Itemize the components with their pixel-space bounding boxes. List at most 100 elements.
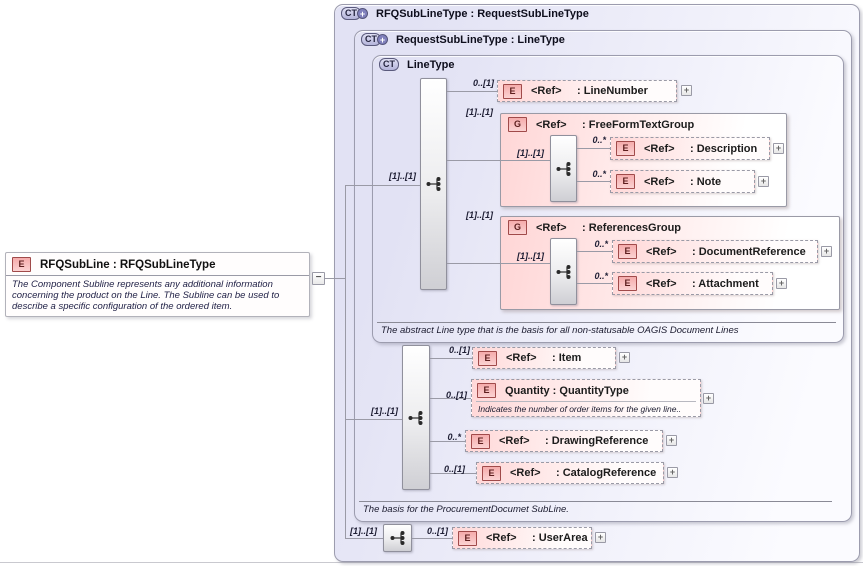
connector-line	[447, 160, 500, 161]
quantity-annotation: Indicates the number of order items for …	[478, 404, 682, 414]
connector-line	[577, 148, 610, 149]
rfqsubline-annotation: The Component Subline represents any add…	[12, 279, 280, 312]
sequence-icon	[426, 177, 440, 191]
element-documentreference[interactable]: E <Ref> : DocumentReference	[612, 240, 818, 263]
connector-line	[430, 358, 472, 359]
sequence-compositor[interactable]	[550, 238, 577, 305]
cardinality-label: 0..[1]	[472, 78, 494, 88]
sequence-compositor[interactable]	[550, 135, 577, 202]
connector-line	[577, 181, 610, 182]
expand-button[interactable]: +	[667, 467, 678, 478]
annotation-separator	[359, 501, 832, 502]
collapse-button[interactable]: −	[312, 272, 325, 285]
element-icon: E	[618, 244, 637, 259]
derived-plus-icon: +	[357, 8, 368, 19]
expand-button[interactable]: +	[703, 393, 714, 404]
element-userarea[interactable]: E <Ref> : UserArea	[452, 527, 592, 549]
sequence-icon	[556, 264, 570, 279]
sequence-icon	[556, 161, 570, 176]
connector-line	[325, 278, 346, 279]
cardinality-label: 0..*	[447, 432, 461, 442]
connector-line	[447, 91, 497, 92]
element-icon: E	[618, 276, 637, 291]
cardinality-label: [1]..[1]	[389, 171, 416, 181]
element-icon: E	[471, 433, 490, 449]
element-icon: E	[458, 530, 477, 546]
cardinality-label: 0..[1]	[448, 345, 470, 355]
sequence-compositor[interactable]	[420, 78, 447, 290]
sequence-compositor[interactable]	[383, 524, 412, 552]
complextype-rfqsublinetype-header[interactable]: CT + RFQSubLineType : RequestSubLineType	[341, 7, 589, 20]
element-catalogreference[interactable]: E <Ref> : CatalogReference	[476, 462, 664, 484]
connector-line	[430, 473, 476, 474]
connector-line	[345, 538, 383, 539]
connector-line	[430, 441, 465, 442]
connector-line	[500, 263, 550, 264]
element-linenumber[interactable]: E <Ref> : LineNumber	[497, 80, 677, 102]
group-icon: G	[508, 220, 527, 235]
complextype-title: RequestSubLineType : LineType	[396, 33, 565, 46]
annotation-separator	[476, 401, 696, 402]
complextype-title: LineType	[407, 58, 455, 71]
connector-line	[345, 419, 402, 420]
cardinality-label: [1]..[1]	[517, 148, 544, 158]
element-icon: E	[482, 465, 501, 481]
cardinality-label: [1]..[1]	[466, 210, 493, 220]
cardinality-label: 0..*	[594, 271, 608, 281]
cardinality-label: [1]..[1]	[350, 526, 377, 536]
element-icon: E	[503, 83, 522, 99]
requestsublinetype-annotation: The basis for the ProcurementDocumet Sub…	[363, 504, 569, 515]
element-description[interactable]: E <Ref> : Description	[610, 137, 770, 160]
cardinality-label: 0..[1]	[443, 464, 465, 474]
sequence-icon	[390, 531, 404, 545]
expand-button[interactable]: +	[821, 246, 832, 257]
element-attachment[interactable]: E <Ref> : Attachment	[612, 272, 773, 295]
expand-button[interactable]: +	[666, 435, 677, 446]
element-icon: E	[478, 350, 497, 366]
complextype-icon: CT +	[361, 33, 388, 46]
expand-button[interactable]: +	[758, 176, 769, 187]
expand-button[interactable]: +	[681, 85, 692, 96]
element-rfqsubline-header: E RFQSubLine : RFQSubLineType	[6, 253, 309, 276]
element-item[interactable]: E <Ref> : Item	[472, 347, 616, 369]
element-title: RFQSubLine : RFQSubLineType	[40, 258, 216, 271]
connector-line	[345, 185, 346, 539]
element-quantity[interactable]: E Quantity : QuantityType Indicates the …	[471, 379, 701, 417]
complextype-linetype-header[interactable]: CT LineType	[379, 58, 454, 71]
expand-button[interactable]: +	[595, 532, 606, 543]
element-icon: E	[477, 383, 496, 398]
cardinality-label: 0..[1]	[426, 526, 448, 536]
complextype-icon: CT +	[341, 7, 368, 20]
complextype-icon: CT	[379, 58, 399, 71]
connector-line	[577, 283, 612, 284]
expand-button[interactable]: +	[773, 143, 784, 154]
element-icon: E	[616, 141, 635, 156]
expand-button[interactable]: +	[776, 278, 787, 289]
element-note[interactable]: E <Ref> : Note	[610, 170, 755, 193]
cardinality-label: 0..*	[592, 169, 606, 179]
group-referencesgroup-header: G <Ref> : ReferencesGroup	[508, 220, 681, 235]
group-icon: G	[508, 117, 527, 132]
cardinality-label: 0..*	[592, 135, 606, 145]
annotation-separator	[377, 322, 836, 323]
cardinality-label: [1]..[1]	[466, 107, 493, 117]
element-rfqsubline[interactable]: E RFQSubLine : RFQSubLineType The Compon…	[5, 252, 310, 317]
complextype-title: RFQSubLineType : RequestSubLineType	[376, 7, 589, 20]
derived-plus-icon: +	[377, 34, 388, 45]
complextype-requestsublinetype-header[interactable]: CT + RequestSubLineType : LineType	[361, 33, 565, 46]
element-icon: E	[12, 257, 31, 272]
element-drawingreference[interactable]: E <Ref> : DrawingReference	[465, 430, 663, 452]
connector-line	[412, 538, 452, 539]
cardinality-label: [1]..[1]	[371, 406, 398, 416]
element-icon: E	[616, 174, 635, 189]
connector-line	[430, 398, 471, 399]
expand-button[interactable]: +	[619, 352, 630, 363]
connector-line	[500, 160, 550, 161]
cardinality-label: 0..[1]	[445, 390, 467, 400]
group-freeformtextgroup-header: G <Ref> : FreeFormTextGroup	[508, 117, 694, 132]
cardinality-label: [1]..[1]	[517, 251, 544, 261]
sequence-compositor[interactable]	[402, 345, 430, 490]
cardinality-label: 0..*	[594, 239, 608, 249]
connector-line	[447, 263, 500, 264]
